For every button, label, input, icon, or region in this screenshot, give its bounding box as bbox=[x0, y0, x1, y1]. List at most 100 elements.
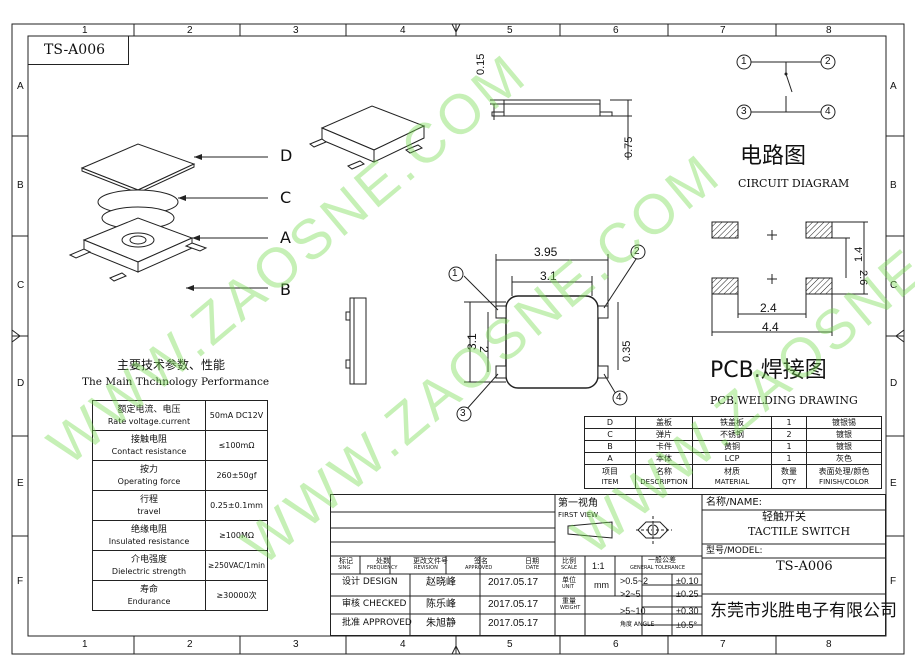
unit-value: mm bbox=[594, 580, 609, 590]
title-block-grid bbox=[330, 494, 886, 636]
hdr-revision: 更改文件号 bbox=[413, 557, 448, 565]
column-number: 5 bbox=[507, 25, 513, 36]
model-label: 型号/MODEL: bbox=[706, 546, 763, 556]
dim-outer-width: 3.95 bbox=[534, 245, 558, 259]
bom-finish: 镀银锡 bbox=[806, 416, 882, 429]
tol-value: ±0.30 bbox=[676, 606, 699, 616]
pcb-drawing bbox=[711, 221, 868, 336]
pcb-title-en: PCB.WELDING DRAWING bbox=[710, 394, 858, 407]
row-letter: F bbox=[17, 576, 24, 587]
bom-table: D 盖板 铁盖板 1 镀银锡 C 弹片 不锈钢 2 镀银 B 卡件 黄铜 1 镀… bbox=[584, 416, 882, 489]
dim-height: 0.75 bbox=[623, 136, 635, 158]
dim-inner-width: 3.1 bbox=[540, 269, 557, 283]
part-label-d: D bbox=[280, 146, 293, 165]
tol-value: ±0.10 bbox=[676, 576, 699, 586]
projection-label-en: FIRST VIEW bbox=[558, 511, 599, 519]
tol-value: ±0.25 bbox=[676, 589, 699, 599]
column-number: 6 bbox=[613, 639, 619, 650]
unit-label-en: UNIT bbox=[562, 584, 574, 590]
column-number: 7 bbox=[720, 639, 726, 650]
bom-finish: 灰色 bbox=[806, 452, 882, 465]
tol-range: 角度 ANGLE bbox=[620, 621, 655, 628]
row-letter: E bbox=[890, 478, 897, 489]
bom-item: D bbox=[584, 416, 636, 429]
pin-callout-1: 1 bbox=[452, 268, 458, 279]
front-view bbox=[345, 297, 367, 385]
circuit-pin-3: 3 bbox=[741, 106, 747, 117]
bom-qty: 1 bbox=[771, 440, 807, 453]
row-letter: E bbox=[17, 478, 24, 489]
projection-label: 第一视角 bbox=[558, 498, 598, 509]
column-number: 5 bbox=[507, 639, 513, 650]
unit-label: 单位 bbox=[562, 576, 576, 584]
circuit-title: 电路图 bbox=[740, 144, 807, 169]
side-view bbox=[490, 99, 632, 160]
bom-qty: 2 bbox=[771, 428, 807, 441]
signature-date: 2017.05.17 bbox=[488, 618, 539, 629]
tolerance-label: 一般公差 bbox=[648, 556, 676, 564]
hdr-freq: 处数 bbox=[376, 557, 390, 565]
column-number: 8 bbox=[826, 25, 832, 36]
signature-name: 朱旭静 bbox=[426, 618, 456, 629]
hdr-freq-en: FREQUENCY bbox=[367, 565, 398, 571]
model-number: TS-A006 bbox=[776, 559, 833, 574]
spec-value: ≥30000次 bbox=[205, 580, 268, 611]
row-letter: C bbox=[17, 280, 25, 291]
bom-item: C bbox=[584, 428, 636, 441]
dim-pin-width: 0.35 bbox=[621, 340, 633, 362]
signature-role: 审核 CHECKED bbox=[342, 599, 407, 609]
tolerance-label-en: GENERAL TOLERANCE bbox=[630, 565, 686, 571]
hdr-date: 日期 bbox=[525, 557, 539, 565]
circuit-title-en: CIRCUIT DIAGRAM bbox=[738, 177, 850, 190]
circuit-pin-4: 4 bbox=[825, 106, 831, 117]
row-letter: B bbox=[17, 180, 24, 191]
column-number: 2 bbox=[187, 25, 193, 36]
product-name-en: TACTILE SWITCH bbox=[748, 525, 851, 538]
signature-name: 陈乐峰 bbox=[426, 599, 456, 610]
column-number: 1 bbox=[82, 639, 88, 650]
signature-date: 2017.05.17 bbox=[488, 599, 539, 610]
pin-callout-2: 2 bbox=[634, 246, 640, 257]
spec-value: 50mA DC12V bbox=[205, 400, 268, 431]
circuit-pin-2: 2 bbox=[825, 56, 831, 67]
column-number: 6 bbox=[613, 25, 619, 36]
circuit-diagram bbox=[736, 54, 836, 120]
part-label-b: B bbox=[280, 280, 291, 299]
hdr-approved-en: APPROVED bbox=[465, 565, 493, 571]
spec-value: ≥250VAC/1min bbox=[205, 550, 268, 581]
column-number: 3 bbox=[293, 639, 299, 650]
tol-value: ±0.5° bbox=[676, 620, 698, 630]
row-letter: A bbox=[890, 81, 897, 92]
row-letter: F bbox=[890, 576, 897, 587]
exploded-view bbox=[68, 143, 268, 291]
specs-title: 主要技术参数、性能 bbox=[117, 358, 226, 372]
column-number: 1 bbox=[82, 25, 88, 36]
hdr-sing: 标记 bbox=[339, 557, 353, 565]
column-number: 4 bbox=[400, 25, 406, 36]
weight-label: 重量 bbox=[562, 597, 576, 605]
column-number: 4 bbox=[400, 639, 406, 650]
tol-range: >0.5~2 bbox=[620, 576, 649, 586]
column-number: 8 bbox=[826, 639, 832, 650]
row-letter: A bbox=[17, 81, 24, 92]
row-letter: C bbox=[890, 280, 898, 291]
hdr-approved: 签名 bbox=[474, 557, 488, 565]
spec-value: 260±50gf bbox=[205, 460, 268, 491]
column-number: 2 bbox=[187, 639, 193, 650]
pcb-title: PCB.焊接图 bbox=[710, 358, 827, 383]
row-letter: D bbox=[17, 378, 25, 389]
tol-range: >5~10 bbox=[620, 606, 646, 616]
column-number: 3 bbox=[293, 25, 299, 36]
hdr-date-en: DATE bbox=[526, 565, 540, 571]
company-name: 东莞市兆胜电子有限公司 bbox=[710, 601, 897, 621]
specs-title-en: The Main Thchnology Performance bbox=[82, 376, 270, 388]
signature-name: 赵晓峰 bbox=[426, 577, 456, 588]
name-label: 名称/NAME: bbox=[706, 497, 763, 508]
